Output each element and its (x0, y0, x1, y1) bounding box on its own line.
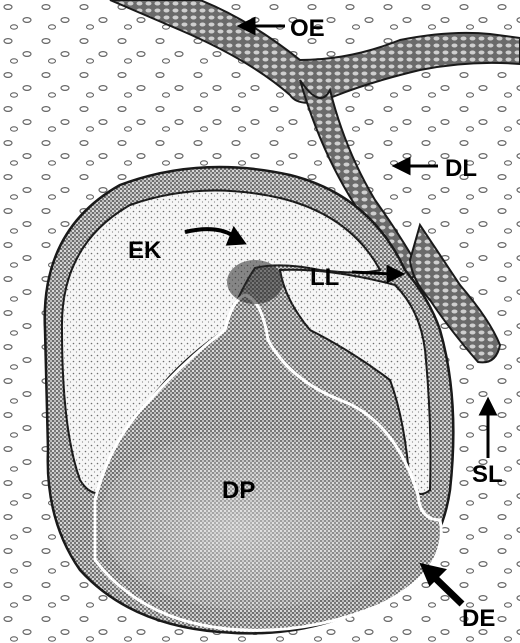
papilla-shade (100, 430, 400, 610)
label-ll: LL (310, 264, 339, 291)
arrow-ll (352, 272, 392, 274)
label-dp: DP (222, 477, 255, 504)
label-oe: OE (290, 15, 325, 42)
label-dl: DL (445, 155, 477, 182)
label-de: DE (462, 605, 495, 632)
label-sl: SL (472, 461, 503, 488)
label-ek: EK (128, 237, 162, 264)
enamel-knot-mass (227, 260, 283, 304)
